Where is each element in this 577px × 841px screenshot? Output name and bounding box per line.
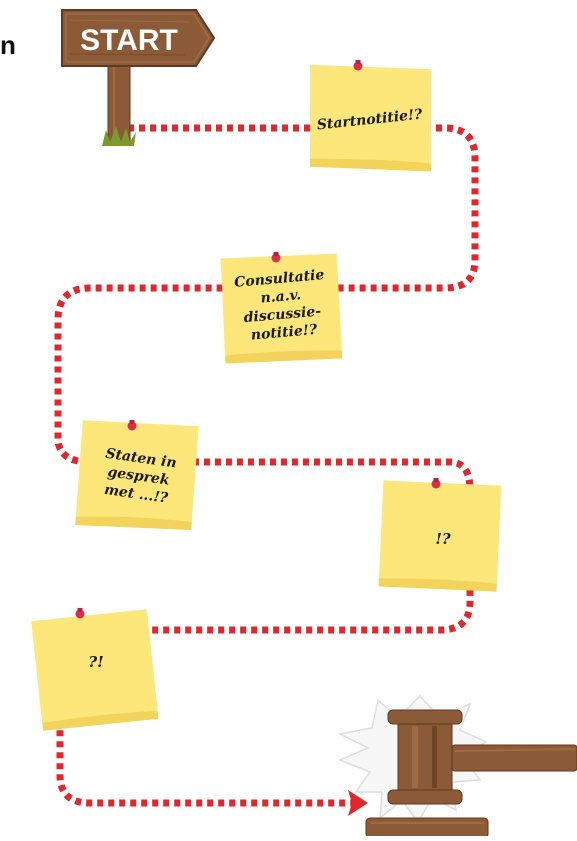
- note-question-2-line-1: ?!: [88, 653, 103, 671]
- pushpin-icon: [432, 478, 441, 489]
- start-label: START: [80, 24, 178, 57]
- pushpin-icon: [354, 60, 363, 71]
- gavel-icon: [340, 696, 577, 836]
- left-edge-text: n: [0, 30, 16, 60]
- pushpin-icon: [76, 608, 85, 619]
- pushpin-icon: [272, 252, 281, 263]
- note-question-1-line-1: !?: [435, 530, 451, 548]
- pushpin-icon: [128, 420, 137, 431]
- note-staten-text: Staten in gesprek met ...!?: [99, 446, 177, 507]
- arrow-right-icon: [348, 790, 368, 816]
